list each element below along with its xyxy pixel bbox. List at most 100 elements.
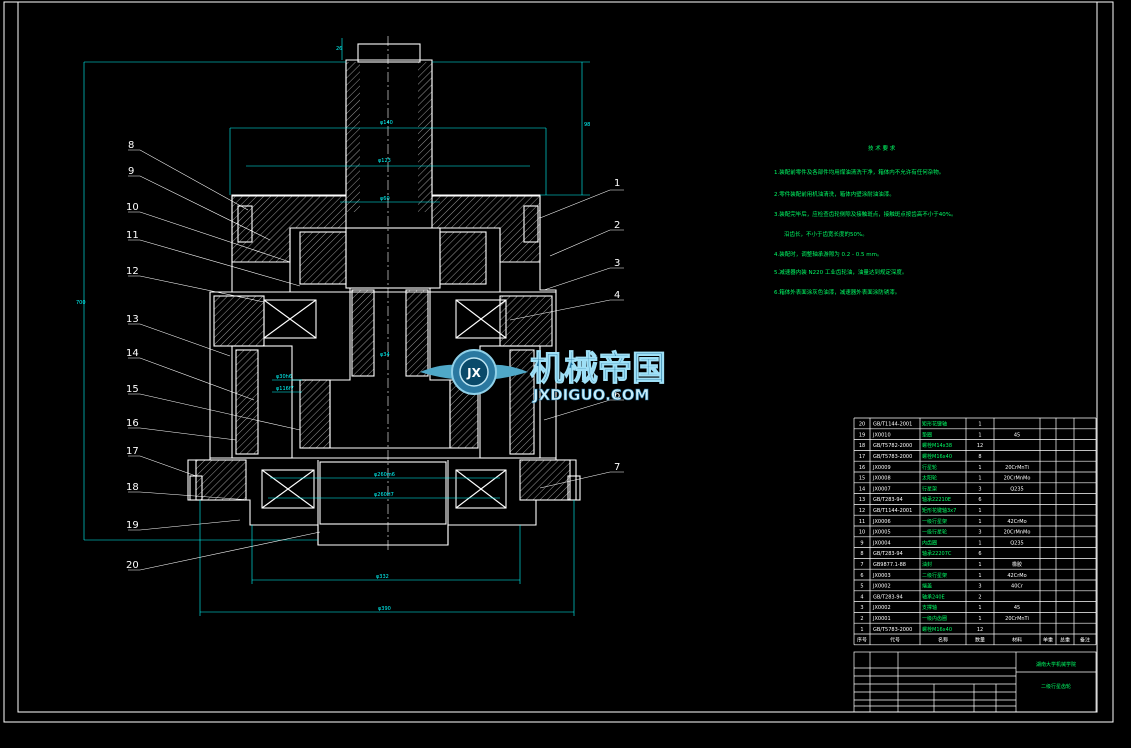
bom-cell: 11: [859, 519, 865, 525]
bom-cell: 螺栓M16x40: [922, 626, 952, 633]
bom-cell: 轴承22207C: [922, 550, 952, 557]
bom-cell: JX0006: [872, 519, 891, 525]
bom-cell: JX0009: [872, 465, 891, 471]
bom-cell: 12: [977, 627, 983, 633]
bom-cell: 9: [860, 540, 863, 546]
bom-cell: JX0004: [872, 540, 891, 546]
bom-cell: 42CrMo: [1007, 519, 1026, 525]
bom-cell: 1: [978, 540, 981, 546]
bom-cell: 2: [860, 616, 863, 622]
bom-cell: 1: [978, 422, 981, 428]
bom-cell: GB9877.1-88: [873, 562, 906, 568]
bom-header-cell: 名称: [938, 637, 948, 644]
bom-cell: 20CrMnMo: [1004, 476, 1031, 482]
bom-cell: GB/T283-94: [873, 594, 903, 600]
watermark-cn: 机械帝国: [530, 349, 666, 389]
bom-cell: 一级行星轮: [922, 529, 947, 536]
balloon-15: 15: [126, 384, 139, 395]
bom-cell: 行星轮: [922, 464, 937, 471]
balloon-12: 12: [126, 266, 139, 277]
dim-gear: φ60: [380, 196, 390, 202]
drawing-inner-frame: [17, 1, 1098, 713]
bom-cell: 15: [859, 476, 865, 482]
dim-inner: φ34: [380, 352, 390, 358]
bom-cell: 轴承240E: [922, 593, 945, 600]
dimension-texts: 26 φ140 φ123 φ60 98 700 φ34 φ30h6 φ116f7…: [76, 46, 590, 612]
bom-cell: 1: [978, 465, 981, 471]
bom-cell: 一级内齿圈: [922, 615, 947, 622]
bom-cell: 45: [1014, 605, 1020, 611]
bom-cell: JX0007: [872, 486, 891, 492]
requirement-3: 3.装配完毕后，应检查齿轮侧隙及接触斑点，接触斑点按齿高不小于40%。: [774, 210, 956, 218]
bom-cell: 螺栓M16x40: [922, 453, 952, 460]
requirement-1: 1.装配前零件及各部件均用煤油清洗干净，箱体内不允许有任何杂物。: [774, 168, 944, 176]
bom-cell: JX0001: [872, 616, 891, 622]
bom-cell: GB/T283-94: [873, 551, 903, 557]
bom-cell: 油封: [922, 561, 932, 568]
bom-cell: 端盖: [922, 583, 932, 590]
bom-cell: 矩形花键轴: [922, 421, 947, 428]
bom-cell: 13: [859, 497, 865, 503]
balloon-11: 11: [126, 230, 139, 241]
dim-total: φ390: [378, 606, 391, 612]
bom-cell: 橡胶: [1012, 561, 1022, 568]
drawing-title: 二级行星齿轮: [1041, 683, 1071, 690]
requirements-title: 技 术 要 求: [868, 144, 896, 152]
balloon-20: 20: [126, 560, 139, 571]
requirement-3b: 沿齿长，不小于齿宽长度的50%。: [784, 230, 868, 238]
bom-cell: 二级行星架: [922, 572, 947, 579]
reducer-cross-section: [187, 43, 581, 546]
bom-cell: 12: [859, 508, 865, 514]
bom-cell: 太阳轮: [922, 475, 937, 482]
bom-cell: GB/T283-94: [873, 497, 903, 503]
bom-cell: GB/T1144-2001: [873, 508, 912, 514]
bom-cell: 7: [860, 562, 863, 568]
bom-header-cell: 材料: [1012, 637, 1022, 644]
bom-header-cell: 总重: [1060, 637, 1070, 644]
dimension-lines: [83, 38, 590, 616]
balloon-4: 4: [614, 290, 620, 301]
balloon-1: 1: [614, 178, 620, 189]
balloon-3: 3: [614, 258, 620, 269]
bom-cell: JX0002: [872, 584, 891, 590]
bom-cell: GB/T1144-2001: [873, 422, 912, 428]
balloon-2: 2: [614, 220, 620, 231]
balloon-9: 9: [128, 166, 134, 177]
dim-height: 700: [76, 300, 86, 306]
bom-header-cell: 单重: [1043, 637, 1053, 644]
bom-cell: JX0002: [872, 605, 891, 611]
bom-cell: 40Cr: [1011, 584, 1024, 590]
bom-cell: 3: [978, 584, 981, 590]
bom-cell: 1: [978, 519, 981, 525]
bom-cell: JX0008: [872, 476, 891, 482]
requirement-5: 5.减速器内装 N220 工业齿轮油，油量达到规定深度。: [774, 268, 907, 276]
dim-hub: φ123: [378, 158, 391, 164]
bom-cell: 17: [859, 454, 865, 460]
bom-header-cell: 备注: [1080, 637, 1090, 644]
bom-cell: 6: [860, 573, 863, 579]
bom-cell: 14: [859, 486, 865, 492]
bom-cell: Q235: [1010, 486, 1023, 492]
bom-cell: 20CrMnMo: [1004, 530, 1031, 536]
bom-cell: 16: [859, 465, 865, 471]
bom-cell: GB/T5783-2000: [873, 454, 912, 460]
watermark-logo: JX 机械帝国 JXDIGUO.COM: [420, 349, 667, 404]
bom-cell: 1: [978, 616, 981, 622]
dim-base: φ332: [376, 574, 389, 580]
balloon-8: 8: [128, 140, 134, 151]
bom-cell: Q235: [1010, 540, 1023, 546]
bom-cell: 4: [860, 594, 863, 600]
bom-cell: 矩形花键轴3x7: [922, 507, 956, 514]
bom-cell: 3: [978, 486, 981, 492]
balloon-18: 18: [126, 482, 139, 493]
balloon-6: 6: [614, 390, 620, 401]
bom-cell: 45: [1014, 432, 1020, 438]
bom-header-cell: 代号: [890, 637, 900, 644]
bom-cell: 1: [978, 476, 981, 482]
bom-cell: 2: [978, 594, 981, 600]
bom-cell: JX0003: [872, 573, 891, 579]
technical-requirements: 技 术 要 求 1.装配前零件及各部件均用煤油清洗干净，箱体内不允许有任何杂物。…: [774, 144, 956, 296]
bom-header-cell: 数量: [975, 637, 985, 644]
dim-mid: φ30h6: [276, 374, 292, 380]
